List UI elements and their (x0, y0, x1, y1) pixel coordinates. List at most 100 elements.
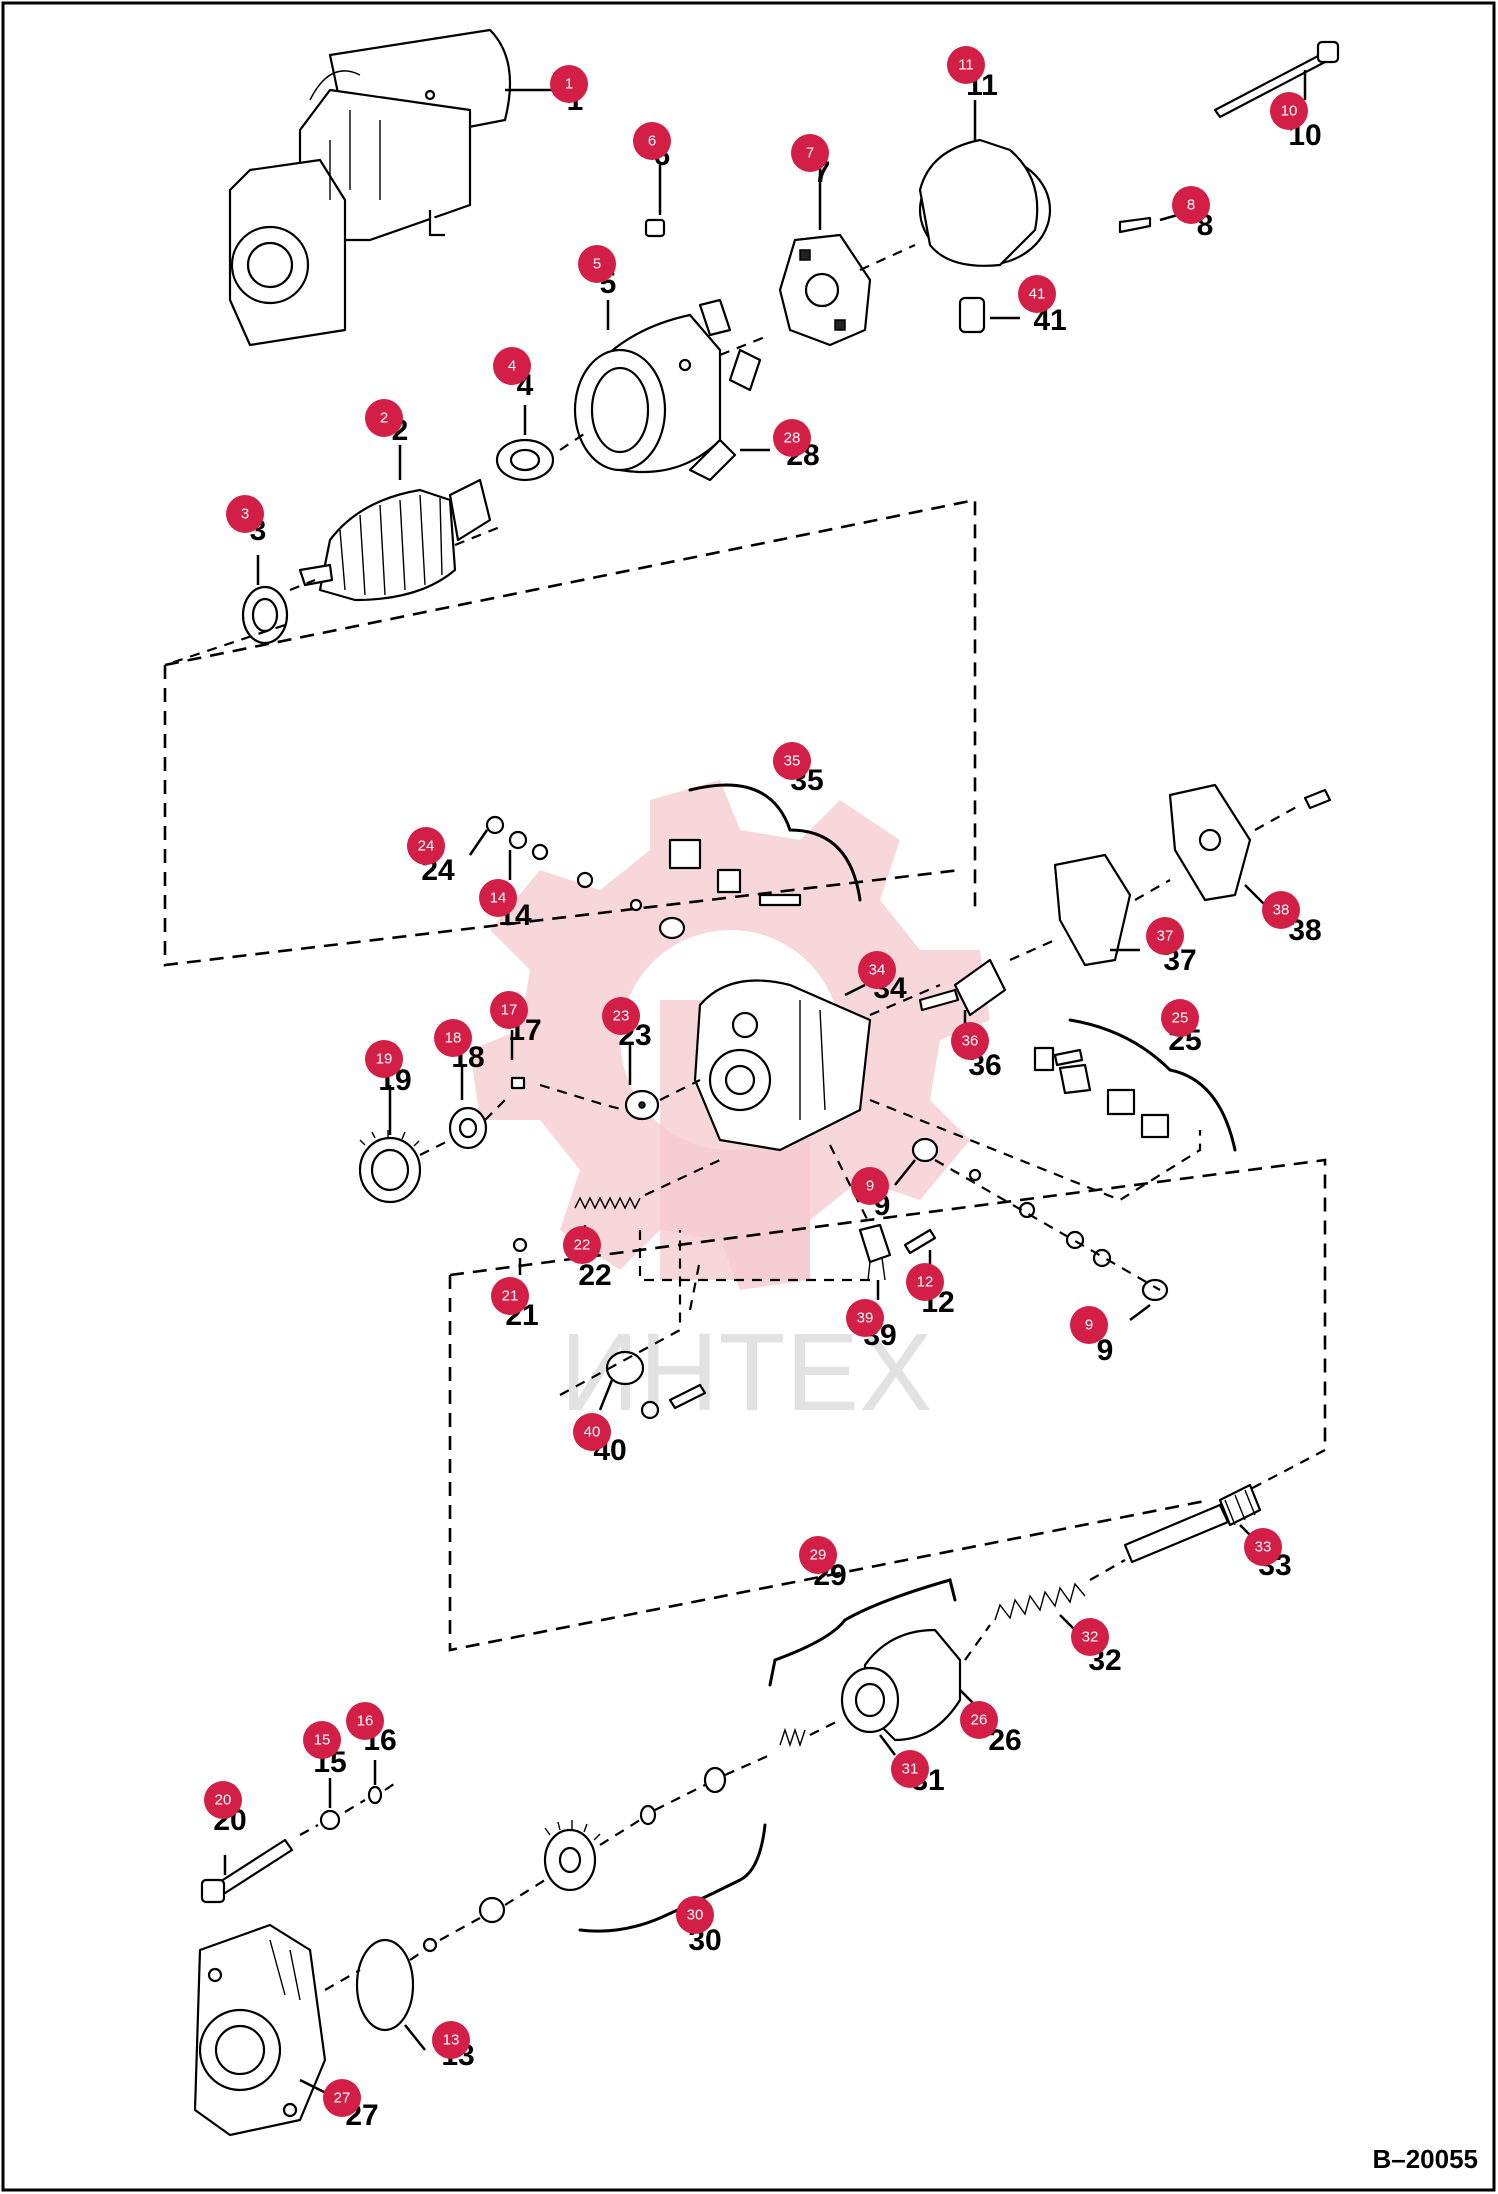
part-41-bushing (958, 296, 986, 334)
badge-9a: 9 (851, 1167, 889, 1205)
badge-40: 40 (573, 1413, 611, 1451)
badge-15: 15 (303, 1721, 341, 1759)
badge-22: 22 (563, 1226, 601, 1264)
svg-text:37: 37 (1157, 928, 1174, 945)
badge-4: 4 (493, 347, 531, 385)
svg-text:22: 22 (574, 1237, 591, 1254)
svg-text:12: 12 (917, 1274, 934, 1291)
part-27-front-housing (193, 1923, 327, 2137)
part-12-screw (903, 1228, 937, 1255)
svg-text:33: 33 (1255, 1539, 1272, 1556)
badge-1: 1 (550, 65, 588, 103)
part-13-o-ring (355, 1938, 415, 2032)
svg-text:16: 16 (357, 1713, 374, 1730)
svg-text:14: 14 (490, 890, 507, 907)
badge-2: 2 (365, 399, 403, 437)
badge-29: 29 (799, 1536, 837, 1574)
dashed-outline-upper (163, 498, 977, 967)
part-10-through-bolt (1213, 53, 1327, 119)
part-15-lockwasher (319, 1809, 341, 1831)
svg-text:20: 20 (215, 1792, 232, 1809)
svg-text:28: 28 (784, 430, 801, 447)
part-8-screw (1118, 216, 1152, 234)
part-40-spring-clip (605, 1350, 707, 1420)
part-33-pinion-shaft (1123, 1483, 1262, 1564)
badge-35: 35 (773, 742, 811, 780)
badge-18: 18 (434, 1019, 472, 1057)
label-9b: 9 (1097, 1334, 1114, 1367)
svg-text:25: 25 (1172, 1010, 1189, 1027)
badge-30: 30 (676, 1896, 714, 1934)
badge-34: 34 (858, 951, 896, 989)
part-9-nut-lower (1141, 1278, 1169, 1302)
svg-text:9: 9 (866, 1178, 874, 1195)
part-11-end-cover (918, 138, 1052, 267)
svg-text:30: 30 (687, 1907, 704, 1924)
part-37-gasket (1053, 853, 1132, 967)
badge-11: 11 (947, 46, 985, 84)
part-32-spring (994, 1582, 1086, 1621)
part-28-terminal (688, 438, 737, 482)
svg-text:31: 31 (902, 1761, 919, 1778)
badge-19: 19 (365, 1040, 403, 1078)
svg-text:32: 32 (1082, 1629, 1099, 1646)
svg-text:1: 1 (565, 76, 573, 93)
svg-text:9: 9 (1085, 1317, 1093, 1334)
svg-text:21: 21 (502, 1288, 519, 1305)
part-4-bearing (495, 438, 555, 482)
badge-23: 23 (602, 997, 640, 1035)
part-6-nut (644, 218, 666, 238)
badge-9b: 9 (1070, 1306, 1108, 1344)
svg-text:3: 3 (241, 506, 249, 523)
part-30-pinion-gear (543, 1820, 601, 1892)
badge-33: 33 (1244, 1528, 1282, 1566)
badge-20: 20 (204, 1781, 242, 1819)
label-22: 22 (578, 1259, 611, 1292)
svg-text:6: 6 (648, 133, 656, 150)
svg-text:34: 34 (869, 962, 886, 979)
badge-37: 37 (1146, 917, 1184, 955)
svg-text:29: 29 (810, 1547, 827, 1564)
svg-text:8: 8 (1187, 197, 1195, 214)
part-35-contact-set (668, 838, 802, 907)
part-36-plunger (918, 958, 1007, 1017)
badge-41: 41 (1018, 275, 1056, 313)
badge-17: 17 (490, 991, 528, 1029)
svg-text:41: 41 (1029, 286, 1046, 303)
badge-27: 27 (323, 2079, 361, 2117)
badge-38: 38 (1262, 891, 1300, 929)
svg-text:4: 4 (508, 358, 516, 375)
svg-text:36: 36 (962, 1033, 979, 1050)
part-7-brush-holder (778, 233, 872, 347)
part-24-washer (485, 815, 505, 835)
badge-24: 24 (407, 827, 445, 865)
part-21-ring (512, 1237, 528, 1253)
callout-badges: 1 2 3 4 5 6 7 8 9 9 10 11 12 13 14 15 16… (204, 46, 1308, 2117)
part-5-yoke (573, 298, 762, 474)
badge-21: 21 (491, 1277, 529, 1315)
part-19-gear (358, 1130, 422, 1204)
svg-text:18: 18 (445, 1030, 462, 1047)
badge-32: 32 (1071, 1618, 1109, 1656)
svg-text:2: 2 (380, 410, 388, 427)
svg-text:7: 7 (806, 145, 814, 162)
part-23-washer (624, 1089, 660, 1121)
badge-26: 26 (960, 1701, 998, 1739)
svg-text:35: 35 (784, 753, 801, 770)
part-14-washer (508, 830, 528, 850)
badge-12: 12 (906, 1263, 944, 1301)
badge-7: 7 (791, 134, 829, 172)
svg-text:27: 27 (334, 2090, 351, 2107)
badge-13: 13 (432, 2021, 470, 2059)
badge-3: 3 (226, 495, 264, 533)
badge-31: 31 (891, 1750, 929, 1788)
badge-10: 10 (1270, 92, 1308, 130)
svg-text:24: 24 (418, 838, 435, 855)
svg-text:17: 17 (501, 1002, 518, 1019)
part-3-bearing (241, 585, 289, 645)
part-31-leader (879, 1734, 896, 1756)
part-34-drive-housing (693, 979, 872, 1152)
part-38-cover-plate (1168, 783, 1252, 902)
